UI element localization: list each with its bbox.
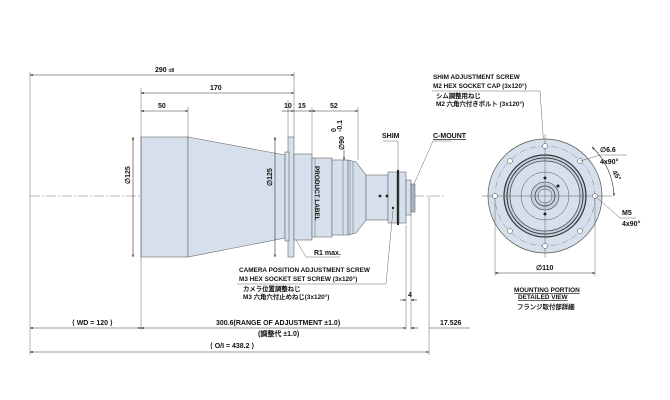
dim-dia-front: ∅125 bbox=[124, 166, 132, 184]
mount-hole-icon bbox=[542, 243, 548, 249]
dim-dia-barrel-tol-lower: -0.1 bbox=[337, 120, 344, 132]
dim-range-of-adjustment-jp: (調整代 ±1.0) bbox=[258, 329, 299, 338]
tapered-section bbox=[187, 136, 286, 258]
barrel-ring bbox=[331, 159, 349, 236]
front-cylinder bbox=[140, 136, 189, 258]
hole-dia-label: ∅6.6 bbox=[600, 146, 616, 154]
mount-hole-icon bbox=[492, 193, 498, 199]
shim-screw-note-en-1: SHIM ADJUSTMENT SCREW bbox=[433, 74, 521, 81]
dim-50: 50 bbox=[158, 103, 166, 110]
thread-label: M5 bbox=[622, 210, 632, 217]
shim-screw-note-jp-1: シム調整用ねじ bbox=[436, 91, 481, 100]
dim-wd: ⟨ WD = 120 ⟩ bbox=[72, 319, 113, 327]
dim-17526: 17.526 bbox=[440, 320, 462, 327]
mounting-front-view bbox=[482, 134, 612, 258]
adjust-screw-icon bbox=[378, 194, 382, 198]
dim-dia-flange: ∅125 bbox=[266, 168, 274, 186]
product-label: PRODUCT LABEL bbox=[313, 166, 320, 221]
dim-range-of-adjustment: 300.6(RANGE OF ADJUSTMENT ±1.0) bbox=[216, 320, 340, 327]
c-mount-thread bbox=[410, 183, 416, 213]
label-section bbox=[293, 153, 313, 241]
camera-screw-note-jp-1: カメラ位置調整ねじ bbox=[243, 284, 301, 293]
mount-hole-icon bbox=[577, 228, 583, 234]
pcd-label: ∅110 bbox=[536, 264, 553, 272]
mounting-title-2: DETAILED VIEW bbox=[518, 294, 569, 301]
dim-170: 170 bbox=[210, 85, 222, 92]
dim-290: 290 ±8 bbox=[155, 67, 174, 74]
shim-label: SHIM bbox=[382, 133, 400, 140]
dim-oi: ⟨ O/I = 438.2 ⟩ bbox=[210, 342, 254, 350]
rear-ring bbox=[398, 171, 407, 224]
adjust-section bbox=[365, 174, 389, 221]
mount-hole-icon bbox=[507, 228, 513, 234]
dim-15: 15 bbox=[298, 103, 306, 110]
shim-screw-note-en-2: M2 HEX SOCKET CAP (3x120°) bbox=[433, 82, 527, 90]
dim-dia-barrel-tol-upper: 0 bbox=[331, 128, 338, 132]
dim-10: 10 bbox=[284, 103, 292, 110]
flange-neck bbox=[284, 151, 290, 242]
camera-screw-note-en-1: CAMERA POSITION ADJUSTMENT SCREW bbox=[239, 267, 371, 274]
dim-52: 52 bbox=[330, 103, 338, 110]
lens-side-view bbox=[140, 136, 416, 258]
c-mount-label: C-MOUNT bbox=[433, 133, 467, 140]
thread-count-label: 4x90° bbox=[622, 220, 641, 228]
camera-screw-note-jp-2: M3 六角穴付止めねじ(3x120°) bbox=[243, 292, 329, 301]
mount-hole-icon bbox=[542, 143, 548, 149]
shim-screw-note-jp-2: M2 六角穴付きボルト (3x120°) bbox=[436, 99, 524, 108]
dim-4: 4 bbox=[408, 292, 412, 299]
shim bbox=[397, 170, 399, 225]
r1-max-label: R1 max. bbox=[314, 250, 341, 257]
mounting-title-jp: フランジ取付部詳細 bbox=[517, 302, 575, 311]
mounting-title-1: MOUNTING PORTION bbox=[514, 287, 580, 294]
dim-dia-barrel: ∅90 bbox=[338, 136, 346, 150]
camera-screw-note-en-2: M3 HEX SOCKET SET SCREW (3x120°) bbox=[239, 275, 357, 283]
rear-taper bbox=[347, 159, 367, 236]
c-mount-body bbox=[405, 179, 412, 216]
mount-hole-icon bbox=[507, 158, 513, 164]
adjust-screw-icon bbox=[385, 194, 389, 198]
camera-screw-icon bbox=[391, 206, 395, 210]
